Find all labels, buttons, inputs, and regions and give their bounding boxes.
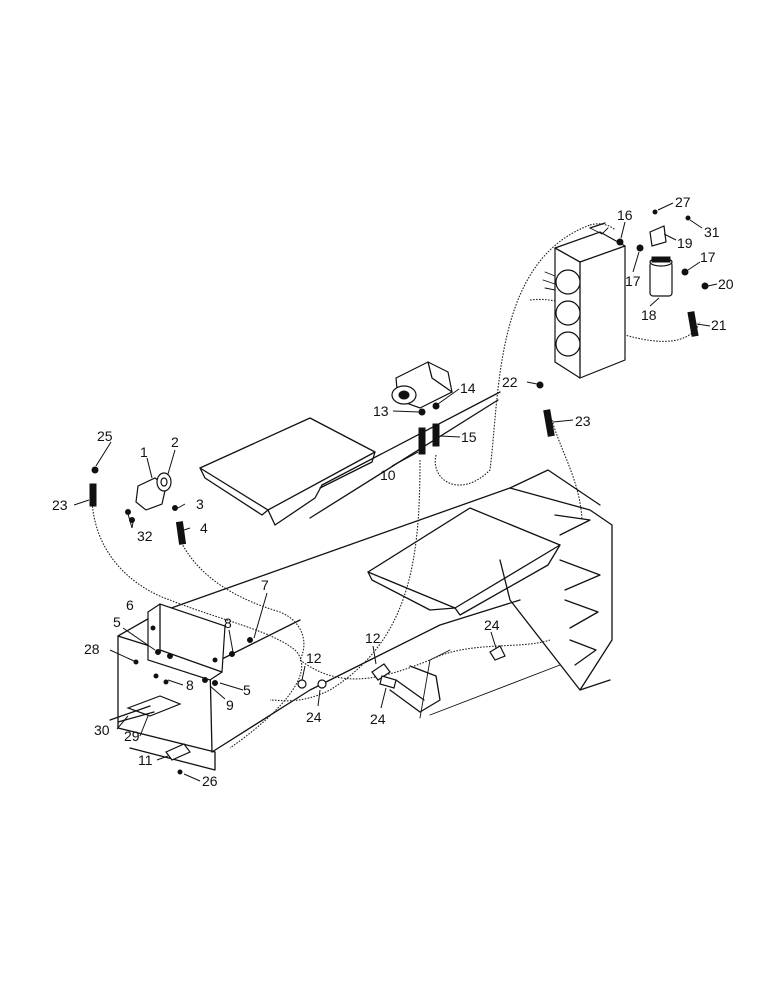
callout-5b: 5 <box>243 682 251 698</box>
callout-9: 9 <box>226 697 234 713</box>
callouts: 1 2 3 4 5 5 6 7 8 8 9 10 11 12 12 13 14 … <box>52 194 734 789</box>
callout-12b: 12 <box>365 630 381 646</box>
callout-22: 22 <box>502 374 518 390</box>
callout-20: 20 <box>718 276 734 292</box>
callout-29: 29 <box>124 728 140 744</box>
callout-32: 32 <box>137 528 153 544</box>
callout-30: 30 <box>94 722 110 738</box>
machine-frame <box>117 391 613 771</box>
hydraulic-motor <box>391 361 453 455</box>
callout-10: 10 <box>380 467 396 483</box>
callout-18: 18 <box>641 307 657 323</box>
callout-26: 26 <box>202 773 218 789</box>
callout-28: 28 <box>84 641 100 657</box>
callout-2: 2 <box>171 434 179 450</box>
callout-8a: 8 <box>224 615 232 631</box>
callout-27: 27 <box>675 194 691 210</box>
callout-17a: 17 <box>625 273 641 289</box>
fittings <box>536 222 606 437</box>
hose-clamps <box>297 645 506 689</box>
filter-assembly <box>616 209 709 337</box>
callout-17b: 17 <box>700 249 716 265</box>
callout-5a: 5 <box>113 614 121 630</box>
callout-21: 21 <box>711 317 727 333</box>
callout-23b: 23 <box>575 413 591 429</box>
callout-31: 31 <box>704 224 720 240</box>
callout-25: 25 <box>97 428 113 444</box>
callout-24a: 24 <box>306 709 322 725</box>
callout-15: 15 <box>461 429 477 445</box>
callout-13: 13 <box>373 403 389 419</box>
callout-1: 1 <box>140 444 148 460</box>
callout-8b: 8 <box>186 677 194 693</box>
callout-14: 14 <box>460 380 476 396</box>
callout-12a: 12 <box>306 650 322 666</box>
callout-7: 7 <box>261 577 269 593</box>
callout-23a: 23 <box>52 497 68 513</box>
callout-6: 6 <box>126 597 134 613</box>
callout-24c: 24 <box>484 617 500 633</box>
callout-16: 16 <box>617 207 633 223</box>
callout-3: 3 <box>196 496 204 512</box>
callout-24b: 24 <box>370 711 386 727</box>
callout-19: 19 <box>677 235 693 251</box>
control-valve <box>89 466 187 545</box>
callout-4: 4 <box>200 520 208 536</box>
oil-cooler <box>542 227 626 379</box>
control-box <box>109 603 253 775</box>
callout-11: 11 <box>138 752 153 768</box>
